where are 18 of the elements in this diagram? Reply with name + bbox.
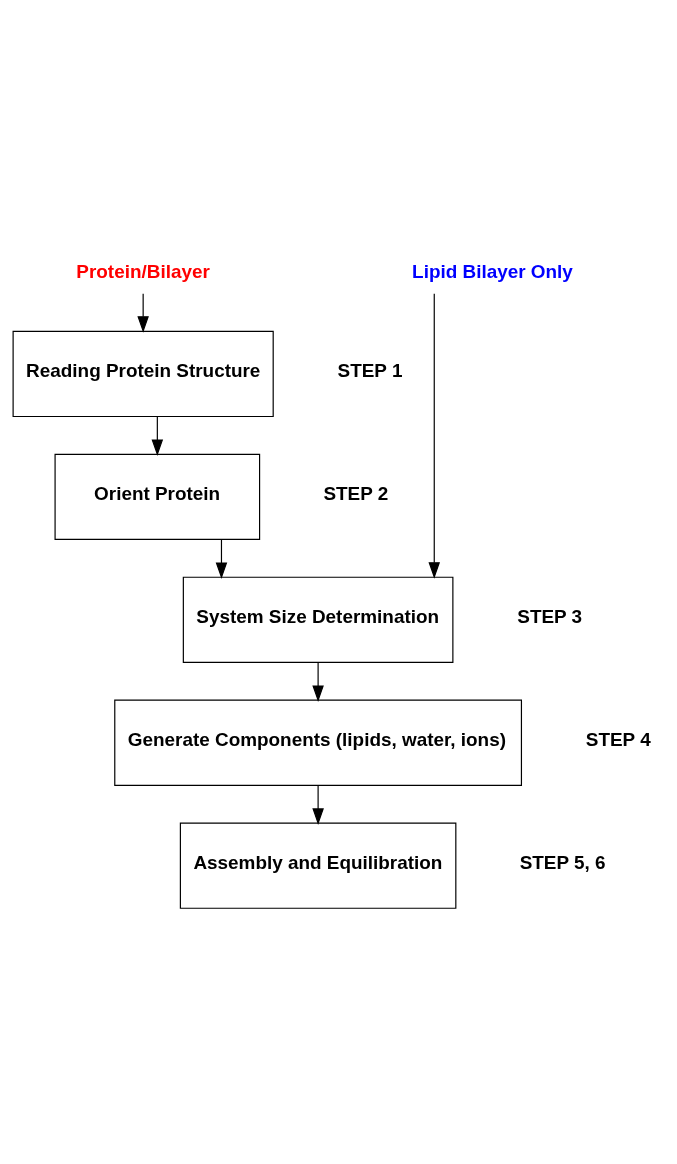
- label: STEP 1: [337, 360, 403, 382]
- node-box: System Size Determination: [182, 576, 454, 663]
- arrow: [215, 538, 228, 580]
- arrow: [312, 661, 324, 702]
- node-box: Orient Protein: [54, 453, 261, 541]
- node-box: Assembly and Equilibration: [179, 822, 457, 909]
- label: STEP 3: [517, 606, 583, 628]
- arrow: [428, 293, 441, 579]
- arrow: [312, 784, 324, 825]
- label: STEP 4: [585, 729, 651, 751]
- node-box: Generate Components (lipids, water, ions): [114, 699, 523, 786]
- arrow: [137, 293, 149, 333]
- label: STEP 5, 6: [519, 852, 606, 874]
- node-text: Lipid Bilayer Only: [412, 260, 573, 282]
- node-text: Protein/Bilayer: [76, 260, 210, 282]
- node-box: Reading Protein Structure: [12, 330, 274, 418]
- arrow: [151, 416, 164, 457]
- label: STEP 2: [323, 483, 389, 505]
